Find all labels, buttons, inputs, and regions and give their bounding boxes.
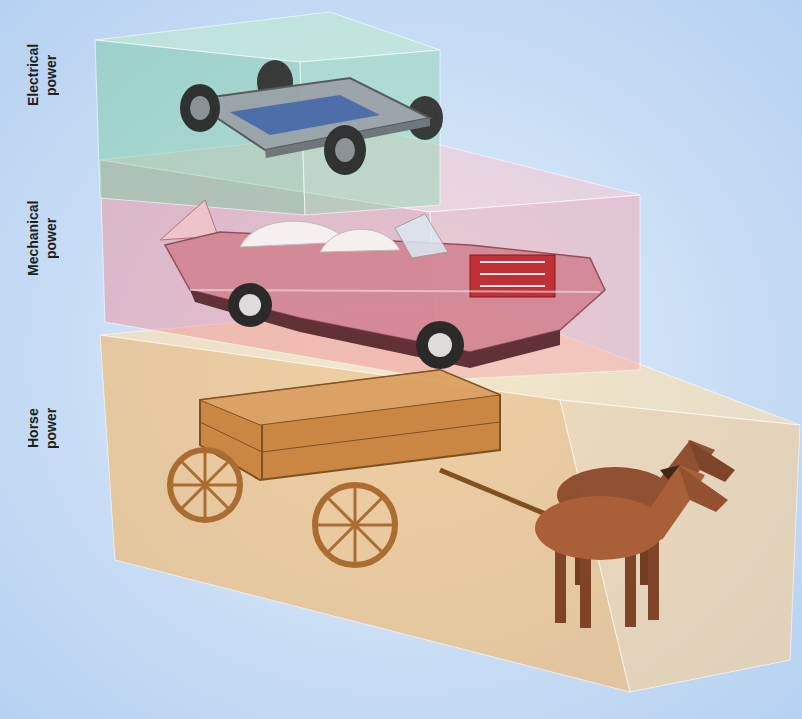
power-band: Electrical power [95,10,440,215]
box-face [430,195,640,380]
band-box [95,10,440,215]
box-face [100,335,630,692]
band-label: Mechanical power [24,194,60,282]
band-label: Horse power [24,401,60,456]
box-face [100,130,640,212]
box-face [560,400,800,692]
band-label: Electrical power [24,35,60,115]
box-face [95,40,305,215]
box-face [300,50,440,215]
